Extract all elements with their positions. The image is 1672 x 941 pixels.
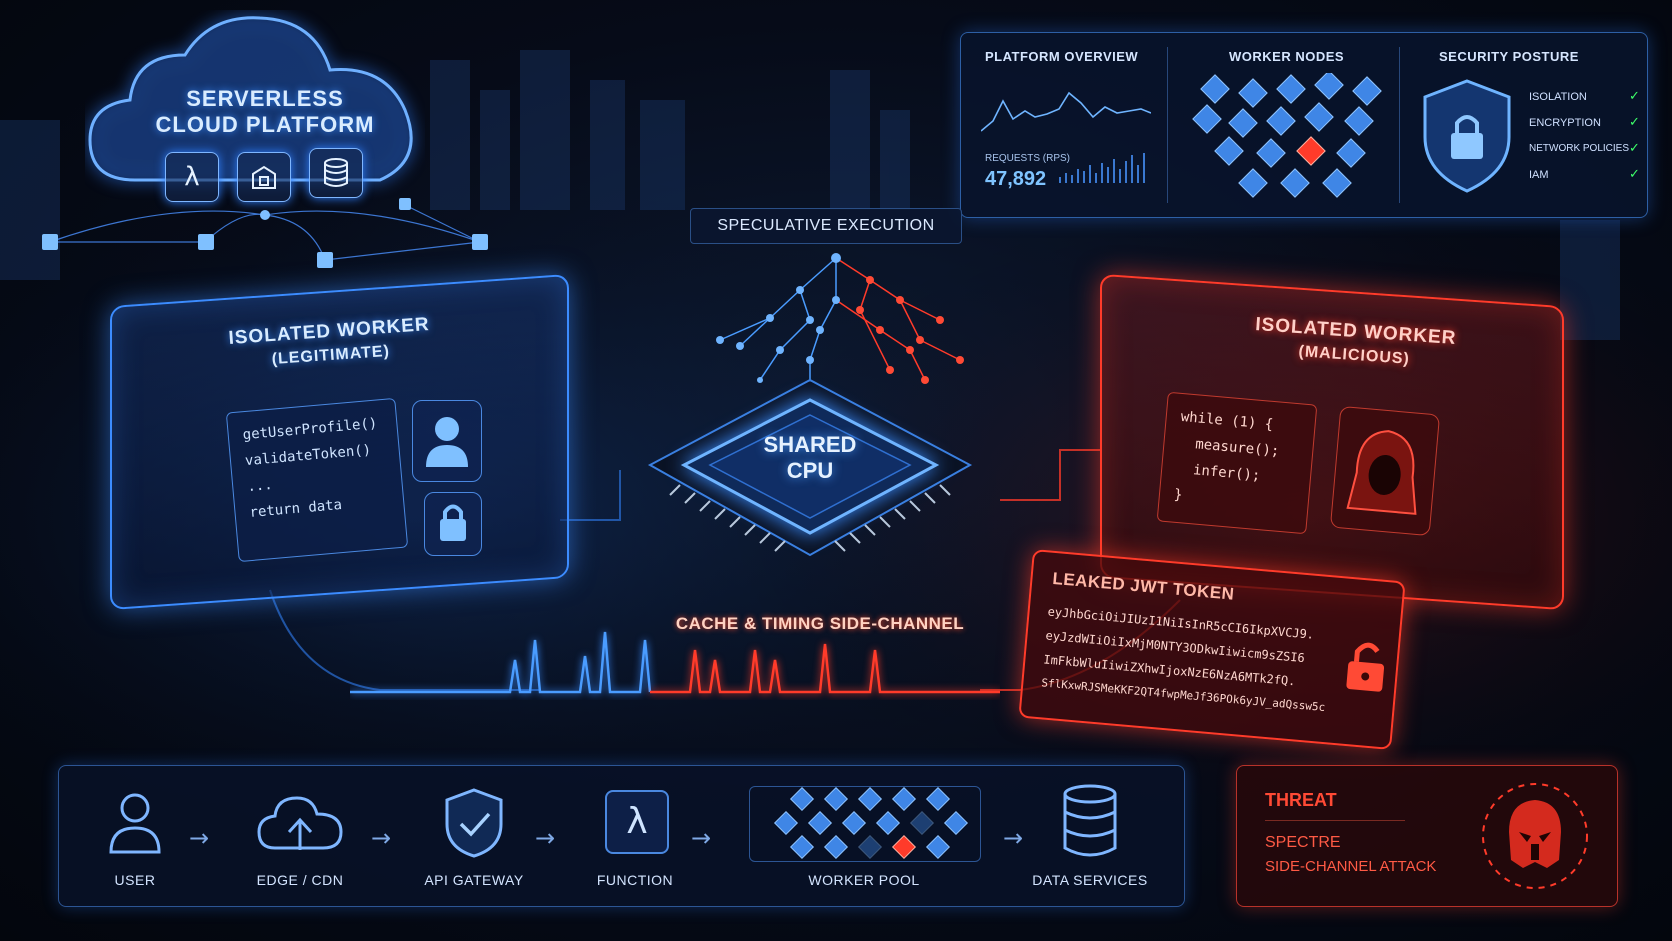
unlocked-padlock-icon — [1346, 642, 1385, 692]
user-avatar-icon — [412, 400, 482, 482]
arrow-right-icon: → — [535, 824, 556, 852]
legit-code-window: getUserProfile() validateToken() ... ret… — [225, 397, 409, 563]
cpu-label: SHARED CPU — [720, 432, 900, 484]
platform-dashboard: PLATFORM OVERVIEW REQUESTS (RPS) 47,892 … — [960, 32, 1648, 218]
worker-nodes-title: WORKER NODES — [1229, 49, 1345, 64]
cloud-title-line1: SERVERLESS — [186, 86, 344, 111]
security-checklist: ISOLATION ✓ ENCRYPTION ✓ NETWORK POLICIE… — [1529, 89, 1640, 199]
pipeline-step-edge-cdn: EDGE / CDN — [256, 872, 344, 888]
dashboard-divider — [1167, 47, 1168, 203]
cloud-title-line2: CLOUD PLATFORM — [155, 112, 375, 137]
lambda-function-icon: λ — [605, 790, 669, 854]
user-icon — [109, 793, 161, 854]
security-posture-title: SECURITY POSTURE — [1439, 49, 1579, 64]
arrow-right-icon: → — [371, 824, 392, 852]
security-item-iam: IAM — [1529, 169, 1549, 181]
cloud-upload-icon — [257, 796, 343, 850]
requests-bar-chart — [1059, 153, 1145, 183]
data-services-database-icon — [1063, 784, 1117, 857]
database-icon — [309, 148, 363, 198]
cpu-label-line1: SHARED — [763, 432, 857, 457]
jwt-title: LEAKED JWT TOKEN — [1051, 568, 1236, 604]
requests-label: REQUESTS (RPS) — [985, 153, 1071, 164]
threat-subtitle: SIDE-CHANNEL ATTACK — [1265, 858, 1437, 875]
lock-icon — [424, 492, 482, 556]
pipeline-step-data-services: DATA SERVICES — [1032, 872, 1148, 888]
shield-lock-icon — [1423, 79, 1511, 193]
serverless-cloud — [88, 16, 413, 182]
shield-check-icon — [445, 788, 503, 858]
check-icon: ✓ — [1629, 115, 1640, 130]
threat-divider — [1265, 820, 1405, 821]
cpu-label-line2: CPU — [786, 458, 834, 483]
pipeline-step-function: FUNCTION — [596, 872, 674, 888]
security-item-isolation: ISOLATION — [1529, 91, 1587, 103]
check-icon: ✓ — [1629, 141, 1640, 156]
worker-nodes-grid — [1192, 73, 1382, 198]
shared-cpu-chip — [647, 378, 973, 557]
speculative-execution-tree — [716, 253, 964, 393]
request-pipeline: USER → EDGE / CDN → API GATEWAY → λ FUNC… — [58, 765, 1185, 907]
leaked-jwt-panel: LEAKED JWT TOKEN eyJhbGciOiJIUzI1NiIsInR… — [1018, 549, 1406, 750]
dashboard-divider — [1399, 47, 1400, 203]
check-icon: ✓ — [1629, 89, 1640, 104]
pipeline-step-user: USER — [114, 872, 156, 888]
requests-value: 47,892 — [985, 168, 1047, 190]
threat-label: THREAT — [1265, 790, 1337, 810]
requests-line-chart — [981, 91, 1151, 132]
spectre-ghost-icon — [1482, 783, 1588, 889]
malicious-code-window: while (1) { measure(); infer(); } — [1156, 391, 1318, 535]
pipeline-step-api-gateway: API GATEWAY — [424, 872, 524, 888]
cache-timing-label: CACHE & TIMING SIDE-CHANNEL — [675, 614, 965, 633]
lambda-icon: λ — [165, 152, 219, 202]
threat-name: SPECTRE — [1265, 834, 1341, 851]
arrow-right-icon: → — [189, 824, 210, 852]
arrow-right-icon: → — [1003, 824, 1024, 852]
security-item-network-policies: NETWORK POLICIES — [1529, 143, 1630, 154]
arrow-right-icon: → — [691, 824, 712, 852]
compromised-node — [1296, 136, 1326, 166]
compromised-worker-cube — [891, 834, 917, 860]
speculative-execution-label: SPECULATIVE EXECUTION — [690, 208, 962, 244]
security-item-encryption: ENCRYPTION — [1529, 117, 1601, 129]
worker-pool-cubes — [773, 786, 969, 860]
worker-pool-frame — [749, 786, 981, 862]
pipeline-step-worker-pool: WORKER POOL — [808, 872, 920, 888]
cloud-network — [42, 198, 488, 268]
threat-panel: THREAT SPECTRE SIDE-CHANNEL ATTACK — [1236, 765, 1618, 907]
container-icon — [237, 152, 291, 202]
cloud-title: SERVERLESS CLOUD PLATFORM — [150, 86, 380, 138]
hooded-attacker-icon — [1329, 405, 1441, 537]
timing-signal-wave — [350, 631, 1000, 694]
check-icon: ✓ — [1629, 167, 1640, 182]
platform-overview-title: PLATFORM OVERVIEW — [985, 49, 1139, 64]
